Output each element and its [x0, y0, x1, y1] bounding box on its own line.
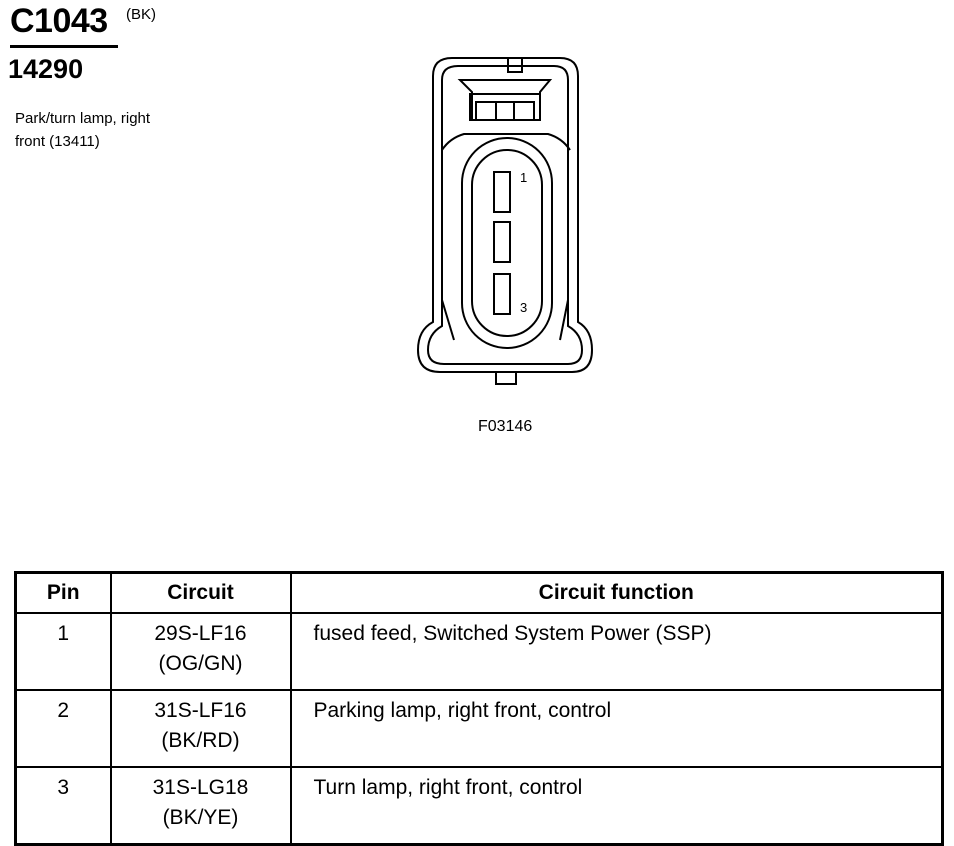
- pin-label-1: 1: [520, 170, 527, 185]
- component-description-line: Park/turn lamp, right: [15, 110, 151, 127]
- circuit-number: 31S-LF16: [154, 699, 247, 722]
- header-circuit: Circuit: [109, 571, 292, 614]
- pin-label-3: 3: [520, 300, 527, 315]
- function-cell: Parking lamp, right front, control: [289, 689, 944, 768]
- wire-color: (OG/GN): [158, 652, 243, 675]
- function-cell: Turn lamp, right front, control: [289, 766, 944, 846]
- table-row: 3 31S-LG18 (BK/YE) Turn lamp, right fron…: [14, 766, 944, 846]
- header-pin: Pin: [14, 571, 112, 614]
- terminal-slot-3: [493, 273, 511, 315]
- terminal-slots: [493, 171, 511, 315]
- circuit-cell: 31S-LF16 (BK/RD): [109, 689, 292, 768]
- table-row: 1 29S-LF16 (OG/GN) fused feed, Switched …: [14, 612, 944, 691]
- wire-color: (BK/YE): [162, 806, 239, 829]
- function-cell: fused feed, Switched System Power (SSP): [289, 612, 944, 691]
- connector-id: C1043: [10, 2, 108, 40]
- connector-color: (BK): [126, 6, 156, 23]
- circuit-cell: 29S-LF16 (OG/GN): [109, 612, 292, 691]
- connector-id-underline: [10, 45, 118, 48]
- terminal-slot-2: [493, 221, 511, 263]
- component-description: Park/turn lamp, right front (13411): [15, 107, 195, 153]
- component-id: 14290: [8, 54, 84, 84]
- pinout-table: Pin Circuit Circuit function 1 29S-LF16 …: [14, 571, 944, 846]
- figure-code: F03146: [478, 418, 533, 435]
- pin-cell: 3: [14, 766, 112, 846]
- circuit-number: 29S-LF16: [154, 622, 247, 645]
- connector-housing: [416, 57, 594, 385]
- component-description-line: front (13411): [15, 133, 100, 150]
- circuit-number: 31S-LG18: [152, 776, 249, 799]
- pin-cell: 2: [14, 689, 112, 768]
- circuit-cell: 31S-LG18 (BK/YE): [109, 766, 292, 846]
- table-header-row: Pin Circuit Circuit function: [14, 571, 944, 614]
- connector-face-diagram: 1 3: [416, 57, 594, 385]
- header-circuit-function: Circuit function: [289, 571, 944, 614]
- wire-color: (BK/RD): [161, 729, 240, 752]
- table-row: 2 31S-LF16 (BK/RD) Parking lamp, right f…: [14, 689, 944, 768]
- terminal-slot-1: [493, 171, 511, 213]
- pin-cell: 1: [14, 612, 112, 691]
